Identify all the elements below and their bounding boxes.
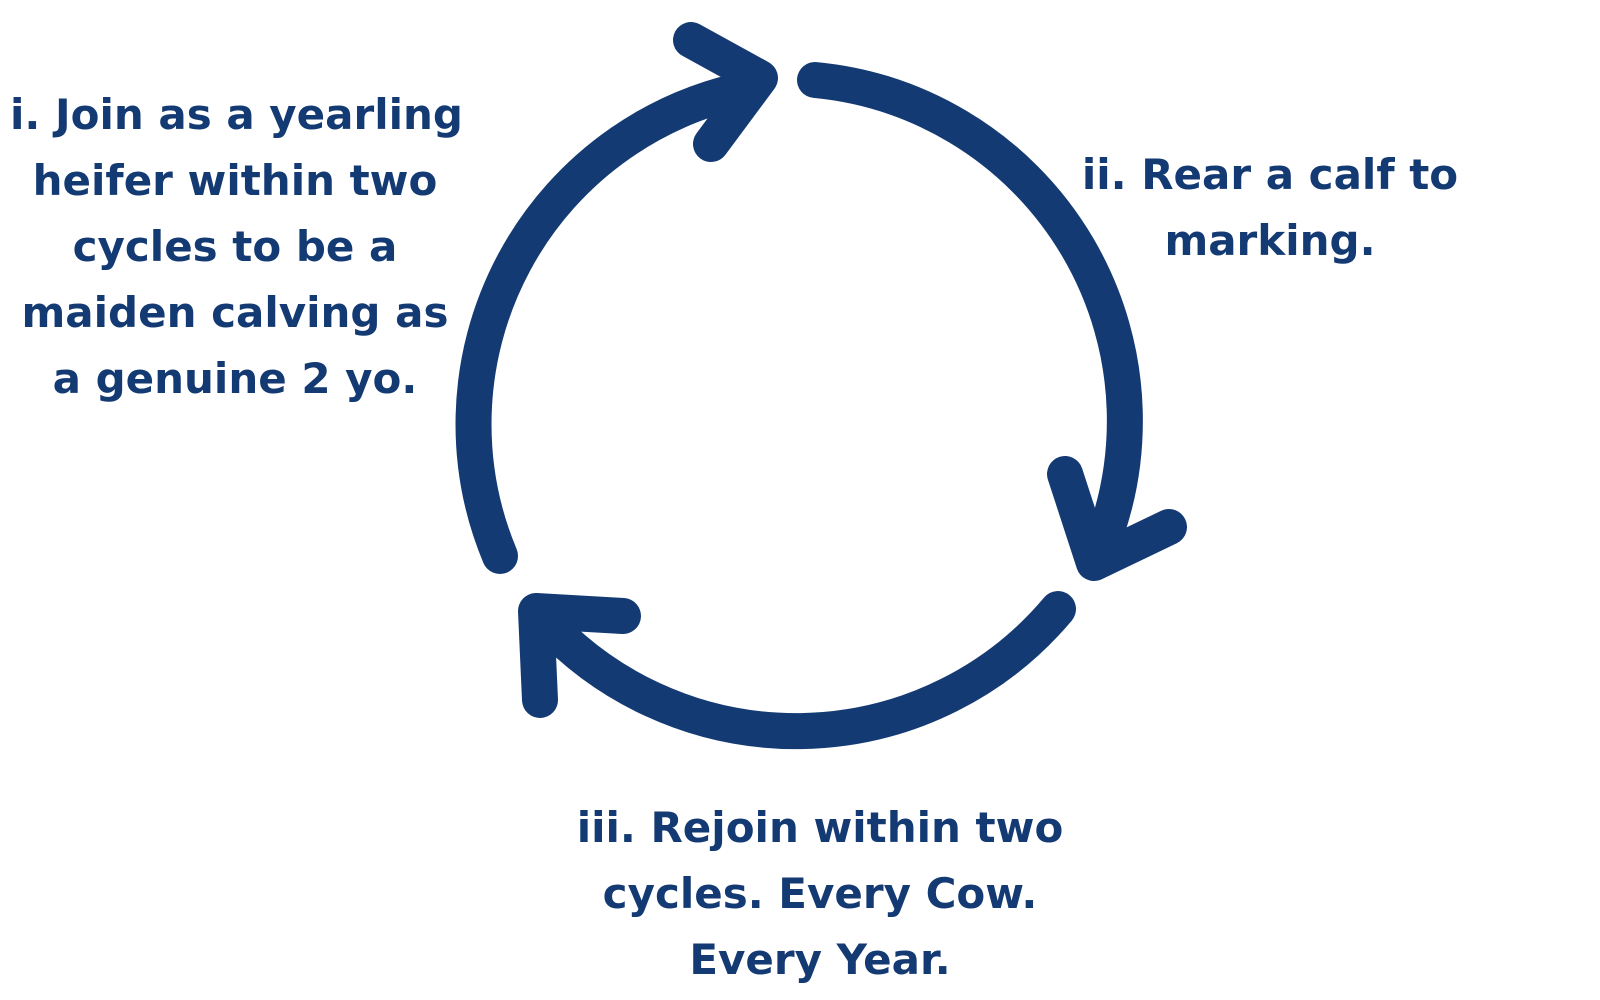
arrow-1-icon: [455, 22, 778, 574]
arc-1: [455, 70, 770, 574]
arrow-2-icon: [797, 62, 1187, 581]
step-2-label: ii. Rear a calf to marking.: [1050, 142, 1490, 274]
arrow-3-icon: [518, 591, 1076, 750]
step-1-line: i. Join as a yearling: [10, 90, 463, 139]
step-3-line: cycles. Every Cow.: [602, 869, 1038, 918]
arc-2: [797, 62, 1143, 576]
step-3-label: iii. Rejoin within two cycles. Every Cow…: [560, 795, 1080, 993]
arrowhead-2: [1047, 456, 1187, 581]
step-2-line: ii. Rear a calf to: [1081, 150, 1459, 199]
step-1-line: maiden calving as: [21, 288, 449, 337]
step-1-label: i. Join as a yearling heifer within two …: [10, 82, 463, 412]
arrowhead-1: [673, 22, 778, 162]
step-2-line: marking.: [1164, 216, 1376, 265]
step-1-line: heifer within two: [32, 156, 438, 205]
arc-3: [523, 591, 1076, 750]
step-1-line: cycles to be a: [72, 222, 398, 271]
step-3-line: Every Year.: [689, 935, 951, 984]
step-1-line: a genuine 2 yo.: [52, 354, 418, 403]
step-3-line: iii. Rejoin within two: [576, 803, 1064, 852]
arrowhead-3: [518, 593, 641, 718]
